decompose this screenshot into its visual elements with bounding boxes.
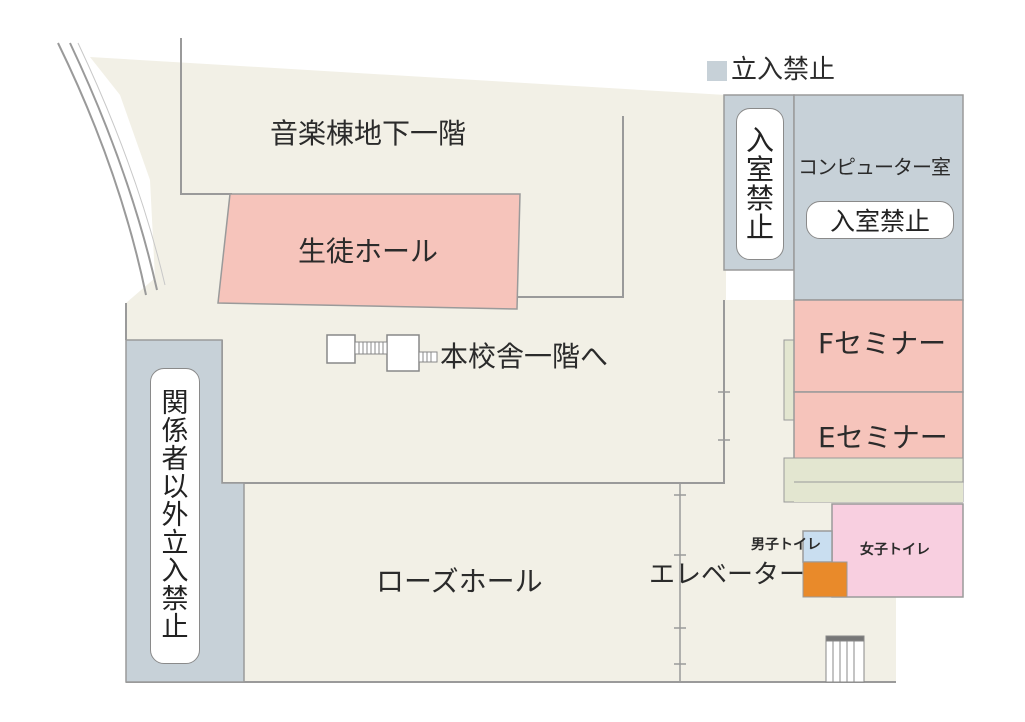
stair-box <box>326 334 356 364</box>
computer-room <box>793 94 964 301</box>
mens-toilet-label: 男子トイレ <box>751 537 821 553</box>
womens-toilet-room <box>831 503 964 598</box>
computer-room-no-entry-label: 入室禁止 <box>806 201 954 239</box>
elevator-label: エレベーター <box>649 560 806 590</box>
rose-hall-label: ローズホール <box>376 565 543 598</box>
legend-label: 立入禁止 <box>731 55 836 85</box>
music-basement-label: 音楽棟地下一階 <box>270 117 467 150</box>
stair-box <box>386 334 420 372</box>
to-main-building-label: 本校舎一階へ <box>440 340 609 373</box>
mens-toilet-room <box>802 530 833 563</box>
curved-wall-inner <box>69 42 158 291</box>
f-seminar-room <box>793 299 964 393</box>
e-seminar-label: Eセミナー <box>818 421 948 454</box>
student-hall-room <box>217 193 521 310</box>
student-hall-label: 生徒ホール <box>298 235 439 268</box>
legend-swatch <box>707 61 727 81</box>
wall <box>180 38 232 195</box>
staff-only-vertical-label: 関 係 者 以 外 立 入 禁 止 <box>150 368 200 664</box>
room-no-entry-vertical-label: 入 室 禁 止 <box>736 108 784 260</box>
wall <box>518 116 624 298</box>
curved-wall <box>57 42 147 296</box>
computer-room-label: コンピューター室 <box>798 155 951 179</box>
stairs-icon <box>354 341 438 363</box>
elevator-shaft <box>802 561 848 598</box>
stairs-bottom-icon <box>825 635 865 683</box>
f-seminar-label: Fセミナー <box>818 327 947 360</box>
womens-toilet-label: 女子トイレ <box>860 542 930 558</box>
